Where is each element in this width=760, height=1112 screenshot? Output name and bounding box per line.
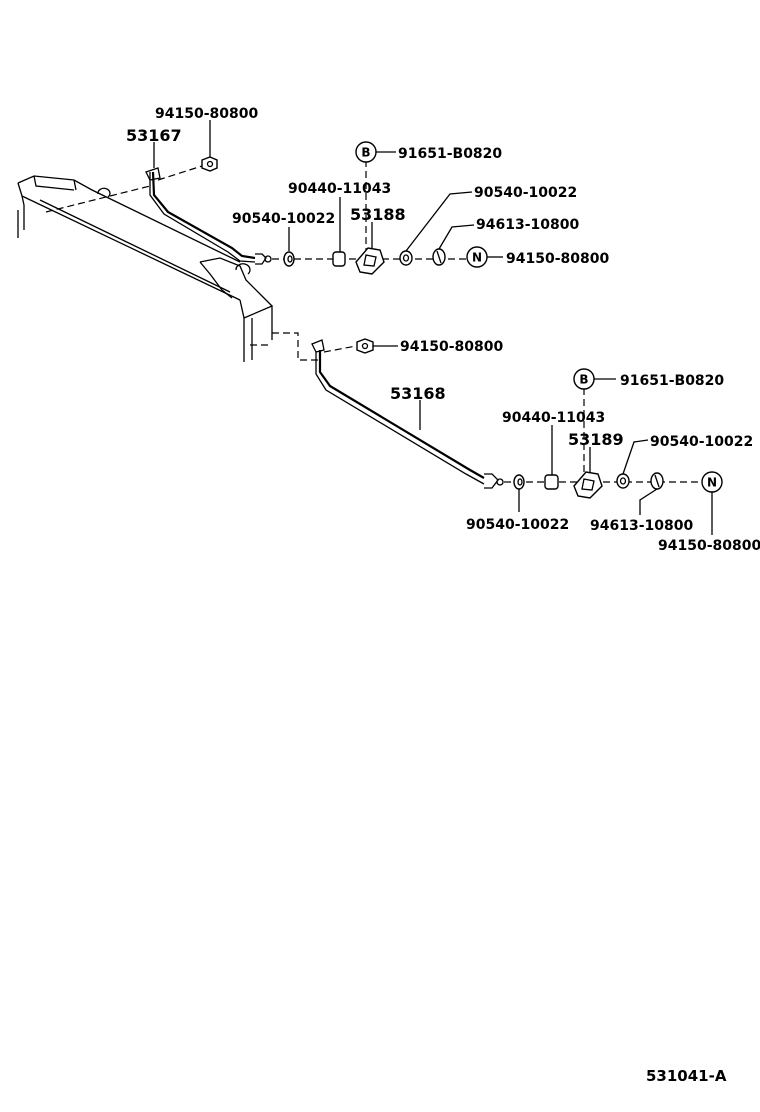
lower-washer-left-label: 90540-10022 bbox=[466, 517, 569, 533]
lower-washer-right-leader bbox=[622, 439, 649, 475]
lower-bolt-marker: B bbox=[573, 368, 595, 390]
upper-bolt-label: 91651-B0820 bbox=[398, 146, 502, 162]
lower-nut-top-label: 94150-80800 bbox=[400, 339, 503, 355]
lower-bolt-label: 91651-B0820 bbox=[620, 373, 724, 389]
upper-guide-body bbox=[45, 185, 151, 213]
upper-stay-rod bbox=[145, 167, 272, 265]
reference-code: 531041-A bbox=[646, 1067, 727, 1085]
radiator-support-body bbox=[17, 175, 273, 362]
upper-spring-washer-leader bbox=[438, 224, 475, 250]
lower-collar-part bbox=[544, 474, 559, 490]
lower-nut-marker: N bbox=[701, 471, 723, 493]
lower-washer-right-part bbox=[616, 473, 630, 489]
upper-washer-right-leader bbox=[405, 191, 473, 252]
upper-nut-end-label: 94150-80800 bbox=[506, 251, 609, 267]
svg-text:B: B bbox=[361, 146, 370, 160]
upper-rod-label: 53167 bbox=[126, 126, 182, 145]
lower-collar-label: 90440-11043 bbox=[502, 410, 605, 426]
lower-washer-right-label: 90540-10022 bbox=[650, 434, 753, 450]
upper-spring-washer-part bbox=[432, 248, 446, 266]
upper-bolt-marker: B bbox=[355, 141, 377, 163]
svg-text:N: N bbox=[707, 476, 717, 490]
lower-guide-bracket bbox=[272, 332, 318, 361]
upper-nut-top-part bbox=[201, 156, 218, 172]
upper-washer-right-part bbox=[399, 250, 413, 266]
upper-guide-to-nut bbox=[157, 165, 203, 181]
lower-spring-washer-label: 94613-10800 bbox=[590, 518, 693, 534]
lower-spring-washer-leader bbox=[639, 488, 658, 515]
lower-washer-left-part bbox=[513, 474, 525, 490]
lower-spring-washer-part bbox=[650, 472, 664, 490]
lower-nut-top-part bbox=[356, 338, 374, 354]
upper-washer-right-label: 90540-10022 bbox=[474, 185, 577, 201]
lower-guide-to-nut bbox=[323, 345, 357, 353]
lower-rod-label: 53168 bbox=[390, 384, 446, 403]
lower-cushion-label: 53189 bbox=[568, 430, 624, 449]
upper-cushion-part bbox=[355, 247, 385, 275]
upper-washer-left-part bbox=[283, 251, 295, 267]
lower-stay-rod bbox=[311, 339, 504, 489]
upper-nut-top-label: 94150-80800 bbox=[155, 106, 258, 122]
svg-text:B: B bbox=[579, 373, 588, 387]
lower-cushion-part bbox=[573, 471, 603, 499]
lower-nut-end-label: 94150-80800 bbox=[658, 538, 760, 554]
upper-washer-left-label: 90540-10022 bbox=[232, 211, 335, 227]
upper-spring-washer-label: 94613-10800 bbox=[476, 217, 579, 233]
upper-nut-marker: N bbox=[466, 246, 488, 268]
upper-cushion-label: 53188 bbox=[350, 205, 406, 224]
svg-text:N: N bbox=[472, 251, 482, 265]
upper-collar-label: 90440-11043 bbox=[288, 181, 391, 197]
upper-collar-part bbox=[332, 251, 346, 267]
